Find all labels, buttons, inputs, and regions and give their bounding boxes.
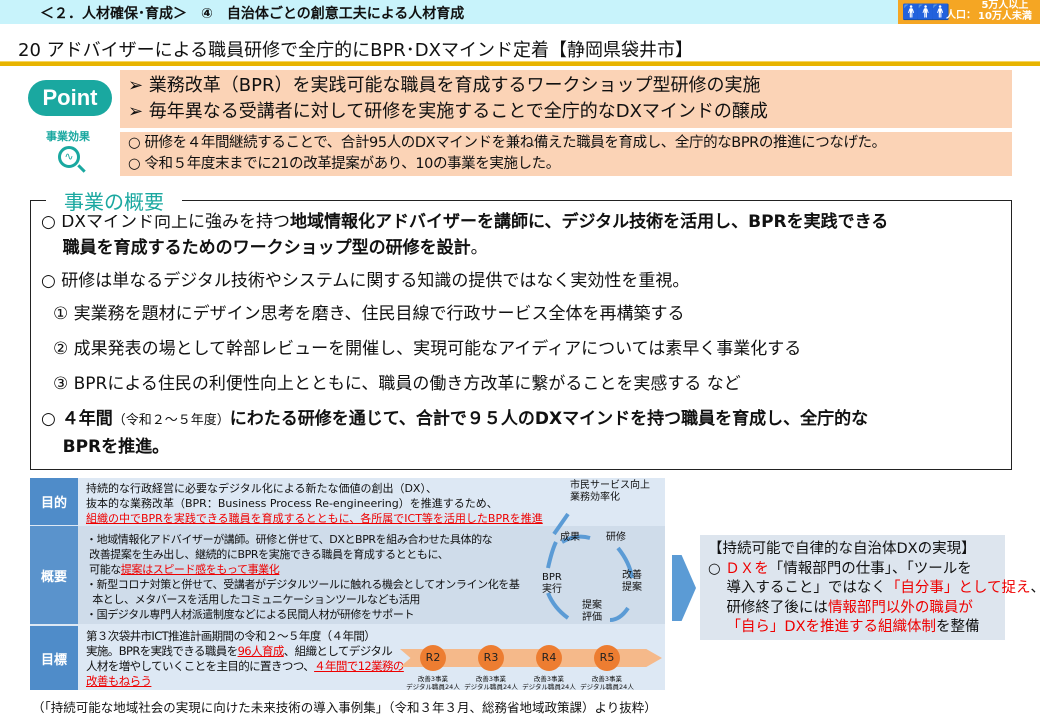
- result-box: 【持続可能で自律的な自治体DXの実現】 ○ ＤＸを「情報部門の仕事」、「ツールを…: [700, 535, 1040, 640]
- overview-heading: 事業の概要: [46, 186, 182, 215]
- title-divider: [0, 61, 1040, 66]
- page-title: 20 アドバイザーによる職員研修で全庁的にBPR･DXマインド定着【静岡県袋井市…: [18, 40, 693, 61]
- timeline: R2 R3 R4 R5: [400, 645, 662, 675]
- timeline-caption: 改善3事業デジタル職員24人: [406, 675, 460, 691]
- result-title: 【持続可能で自律的な自治体DXの実現】: [708, 541, 976, 557]
- cycle-arrows: [546, 512, 634, 622]
- cycle-bpr: BPR: [542, 572, 562, 583]
- overview-box: ○ DXマインド向上に強みを持つ地域情報化アドバイザーを講師に、デジタル技術を活…: [30, 200, 1012, 470]
- overview-sub-3: ③ BPRによる住民の利便性向上とともに、職員の働き方改革に繋がることを実感する…: [53, 374, 741, 394]
- point-logo: Point: [28, 80, 112, 116]
- timeline-marker: R4: [536, 645, 562, 671]
- section-title: ＜２．人材確保･育成＞ ④ 自治体ごとの創意工夫による人材育成: [40, 6, 465, 22]
- magnifier-chart-icon: ∿: [58, 146, 80, 168]
- pdca-cycle-diagram: 市民サービス向上 業務効率化 研修 改善 提案 提案 評価 BPR 実行 成果: [520, 478, 665, 628]
- cycle-training: 研修: [606, 532, 626, 543]
- row-goal: 第３次袋井市ICT推進計画期間の令和２～５年度（４年間） 実施。BPRを実践でき…: [86, 629, 404, 688]
- row-purpose: 持続的な行政経営に必要なデジタル化による新たな価値の創出（DX）、抜本的な業務改…: [86, 482, 543, 525]
- timeline-caption: 改善3事業デジタル職員24人: [464, 675, 518, 691]
- effect-item: ○ 研修を４年間継続することで、合計95人のDXマインドを兼ね備えた職員を育成し…: [128, 135, 886, 151]
- cycle-outcome: 市民サービス向上: [570, 480, 650, 491]
- timeline-caption: 改善3事業デジタル職員24人: [580, 675, 634, 691]
- population-label: 人口：: [946, 10, 976, 21]
- cycle-proposal: 改善: [622, 570, 642, 581]
- point-item: ➢ 毎年異なる受講者に対して研修を実施することで全庁的なDXマインドの醸成: [128, 101, 768, 122]
- timeline-marker: R2: [420, 645, 446, 671]
- effect-box: ○ 研修を４年間継続することで、合計95人のDXマインドを兼ね備えた職員を育成し…: [120, 132, 1012, 176]
- timeline-marker: R5: [594, 645, 620, 671]
- cycle-outcome-2: 業務効率化: [570, 492, 620, 503]
- label-summary: 概要: [30, 526, 78, 624]
- point-box: ➢ 業務改革（BPR）を実践可能な職員を育成するワークショップ型研修の実施 ➢ …: [120, 70, 1012, 128]
- row-summary: ・地域情報化アドバイザーが講師。研修と併せて、DXとBPRを組み合わせた具体的な…: [86, 533, 520, 621]
- overview-para-3: ○ ４年間（令和２～５年度）にわたる研修を通じて、合計で９５人のDXマインドを持…: [41, 409, 869, 457]
- effect-item: ○ 令和５年度末までに21の改革提案があり、10の事業を実施した。: [128, 156, 560, 172]
- timeline-marker: R3: [478, 645, 504, 671]
- timeline-caption: 改善3事業デジタル職員24人: [522, 675, 576, 691]
- overview-sub-1: ① 実業務を題材にデザイン思考を磨き、住民目線で行政サービス全体を再構築する: [53, 304, 685, 324]
- population-max: 10万人未満: [978, 11, 1032, 22]
- cycle-proposal-2: 提案: [622, 582, 642, 593]
- detail-table: 目的 持続的な行政経営に必要なデジタル化による新たな価値の創出（DX）、抜本的な…: [30, 478, 665, 690]
- overview-sub-2: ② 成果発表の場として幹部レビューを開催し、実現可能なアイディアについては素早く…: [53, 339, 802, 359]
- cycle-evaluation: 提案: [582, 600, 602, 611]
- label-goal: 目標: [30, 626, 78, 690]
- overview-para-1: ○ DXマインド向上に強みを持つ地域情報化アドバイザーを講師に、デジタル技術を活…: [41, 212, 889, 258]
- overview-para-2: ○ 研修は単なるデジタル技術やシステムに関する知識の提供ではなく実効性を重視。: [41, 271, 690, 291]
- source-footnote: （「持続可能な地域社会の実現に向けた未来技術の導入事例集」（令和３年３月、総務省…: [32, 700, 657, 715]
- cycle-bpr-2: 実行: [542, 584, 562, 595]
- section-header-bar: ＜２．人材確保･育成＞ ④ 自治体ごとの創意工夫による人材育成: [0, 0, 1040, 24]
- people-icon: 🚹🚹🚹: [902, 3, 950, 21]
- label-purpose: 目的: [30, 478, 78, 525]
- population-min: 5万人以上: [981, 0, 1029, 11]
- cycle-evaluation-2: 評価: [582, 612, 602, 623]
- chevron-right-icon: [672, 555, 696, 621]
- cycle-result: 成果: [560, 532, 580, 543]
- effect-label: 事業効果: [46, 130, 90, 143]
- point-item: ➢ 業務改革（BPR）を実践可能な職員を育成するワークショップ型研修の実施: [128, 75, 761, 96]
